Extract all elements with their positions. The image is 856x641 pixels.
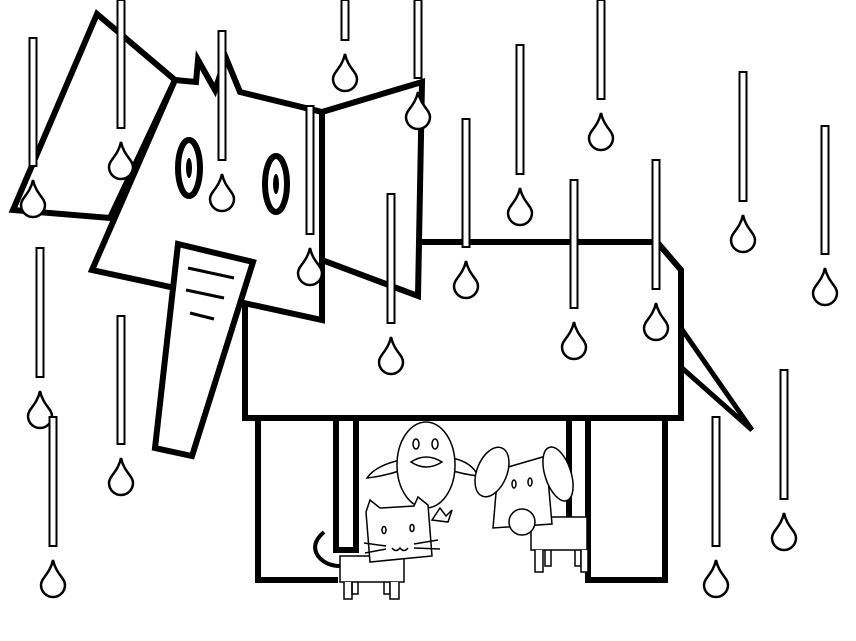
- rain-streak: [116, 315, 126, 445]
- cat-icon: [313, 495, 453, 600]
- cat-whisker: [413, 539, 439, 545]
- penguin-eye: [431, 438, 439, 450]
- cat-mouth: [391, 546, 409, 552]
- rain-streak: [386, 193, 396, 324]
- rain-drop: [208, 173, 236, 213]
- rain-drop: [39, 559, 67, 599]
- elephant-leg-front-left: [255, 420, 338, 583]
- rain-drop: [506, 187, 534, 227]
- cat-leg: [343, 582, 353, 600]
- penguin-foot: [430, 506, 453, 523]
- rain-streak: [28, 37, 38, 167]
- elephant-trunk: [151, 240, 257, 460]
- cat-head: [365, 495, 433, 563]
- penguin-eye: [412, 438, 420, 450]
- elephant-ear-right: [319, 77, 426, 301]
- rain-drop: [404, 91, 432, 131]
- dog-leg: [544, 550, 552, 567]
- rain-drop: [770, 512, 798, 552]
- elephant-pupil-left: [186, 158, 192, 178]
- trunk-wrinkle: [187, 266, 235, 280]
- dog-eye: [511, 479, 517, 489]
- elephant-tail: [678, 326, 755, 432]
- dog-ear-left: [474, 446, 510, 498]
- rain-streak: [305, 105, 315, 235]
- rain-drop: [560, 321, 588, 361]
- rain-drop: [729, 214, 757, 254]
- rain-drop: [587, 112, 615, 152]
- cat-leg: [351, 582, 359, 595]
- penguin-wing-left: [365, 459, 403, 479]
- rain-streak: [820, 125, 830, 255]
- rain-streak: [596, 0, 606, 100]
- dog-eye: [527, 477, 533, 487]
- rain-drop: [702, 559, 730, 599]
- rain-drop: [377, 336, 405, 376]
- cat-leg: [389, 582, 400, 600]
- rain-drop: [331, 53, 359, 93]
- cat-whisker: [364, 548, 387, 554]
- rain-drop: [107, 457, 135, 497]
- cat-leg: [383, 582, 391, 595]
- rain-drop: [452, 260, 480, 300]
- rain-streak: [738, 71, 748, 202]
- cat-whisker: [413, 547, 441, 550]
- rain-drop: [811, 267, 839, 307]
- rain-streak: [116, 0, 126, 129]
- dog-ear-right: [542, 446, 574, 502]
- cat-tail: [313, 530, 341, 568]
- cat-whisker: [363, 542, 387, 547]
- rain-streak: [340, 0, 350, 41]
- elephant-leg-back-right: [585, 420, 668, 583]
- penguin-icon: [365, 421, 480, 509]
- dog-leg: [574, 550, 582, 567]
- elephant-ear-left: [8, 9, 179, 222]
- rain-drop: [642, 302, 670, 342]
- rain-drop: [296, 247, 324, 287]
- rain-drop: [26, 390, 54, 430]
- rain-drop: [107, 141, 135, 181]
- elephant-leg-front-right: [333, 420, 359, 553]
- cat-eye: [409, 523, 415, 533]
- rain-drop: [19, 179, 47, 219]
- dog-leg: [534, 550, 544, 573]
- elephant-icon: [8, 9, 755, 583]
- rain-icon: [19, 0, 839, 599]
- trunk-wrinkle: [189, 311, 215, 321]
- rain-streak: [651, 159, 661, 290]
- rain-streak: [711, 416, 721, 547]
- elephant-pupil-right: [273, 174, 279, 194]
- rain-streak: [48, 416, 58, 547]
- rain-streak: [413, 0, 423, 79]
- penguin-beak: [409, 456, 444, 468]
- trunk-wrinkle: [185, 288, 225, 300]
- rain-streak: [217, 30, 227, 161]
- cat-eye: [381, 525, 387, 535]
- dog-icon: [474, 446, 589, 573]
- rain-streak: [461, 118, 471, 248]
- dog-nose: [508, 508, 536, 536]
- rain-streak: [569, 179, 579, 309]
- rain-streak: [779, 369, 789, 500]
- rain-streak: [35, 247, 45, 378]
- rain-streak: [515, 44, 525, 175]
- dog-leg: [580, 550, 589, 573]
